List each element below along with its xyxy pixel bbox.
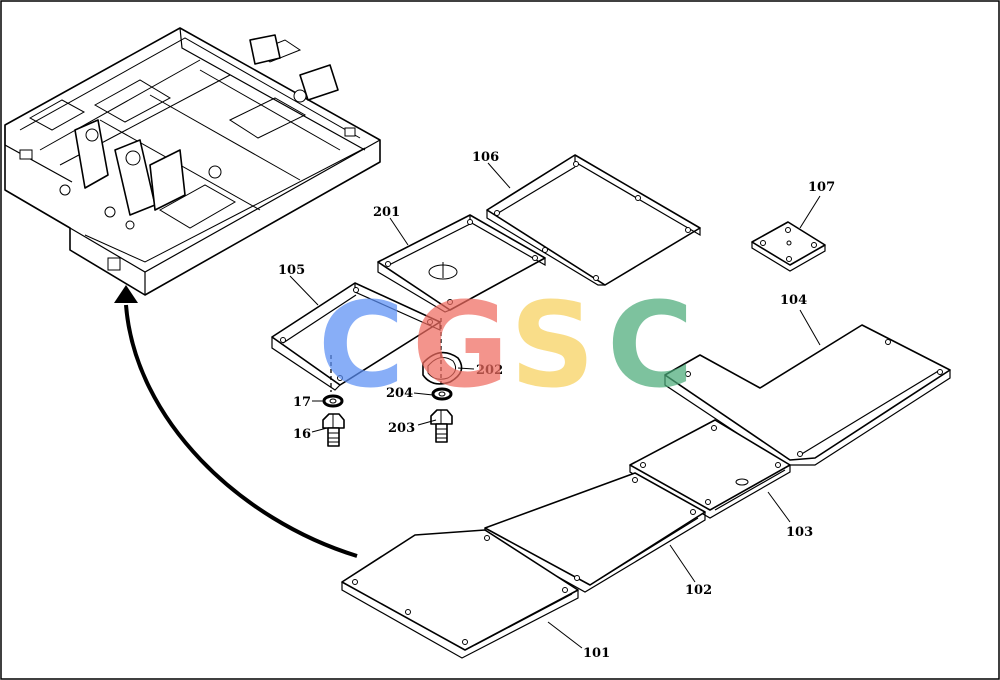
part-103-cover-plate: [629, 419, 791, 519]
cgsc-watermark: C G S C: [318, 276, 694, 414]
part-101-cover-plate: [341, 529, 579, 659]
callout-17: 17: [293, 395, 311, 410]
part-203-bolt: [430, 409, 453, 443]
part-202-hole-cover: [422, 351, 463, 385]
callout-labels: 101 102 103 104 105 106 107 201 202 203 …: [278, 150, 835, 661]
callout-105: 105: [278, 263, 305, 278]
callout-103: 103: [786, 525, 813, 540]
part-106-cover-plate: [486, 154, 701, 286]
part-107-small-plate: [751, 221, 826, 272]
part-102-cover-plate: [484, 472, 706, 593]
part-105-cover-plate: [271, 282, 441, 391]
callout-202: 202: [476, 363, 503, 378]
callout-201: 201: [373, 205, 400, 220]
callout-16: 16: [293, 427, 311, 442]
callout-102: 102: [685, 583, 712, 598]
watermark-letter-s: S: [510, 276, 595, 414]
part-104-l-shaped-plate: [664, 324, 951, 466]
callout-104: 104: [780, 293, 807, 308]
watermark-letter-c1: C: [318, 276, 405, 414]
callout-203: 203: [388, 421, 415, 436]
part-17-washer: [322, 394, 344, 408]
part-204-washer: [431, 387, 453, 401]
leader-lines: [289, 162, 821, 649]
watermark-letter-g: G: [412, 276, 509, 414]
callout-106: 106: [472, 150, 499, 165]
part-201-cover-plate: [377, 214, 546, 313]
watermark-letter-c2: C: [607, 276, 694, 414]
machine-frame-assembly: [4, 27, 381, 296]
part-16-bolt: [322, 413, 345, 447]
callout-204: 204: [386, 386, 413, 401]
callout-101: 101: [583, 646, 610, 661]
callout-107: 107: [808, 180, 835, 195]
assembly-direction-arrow: [114, 285, 358, 558]
